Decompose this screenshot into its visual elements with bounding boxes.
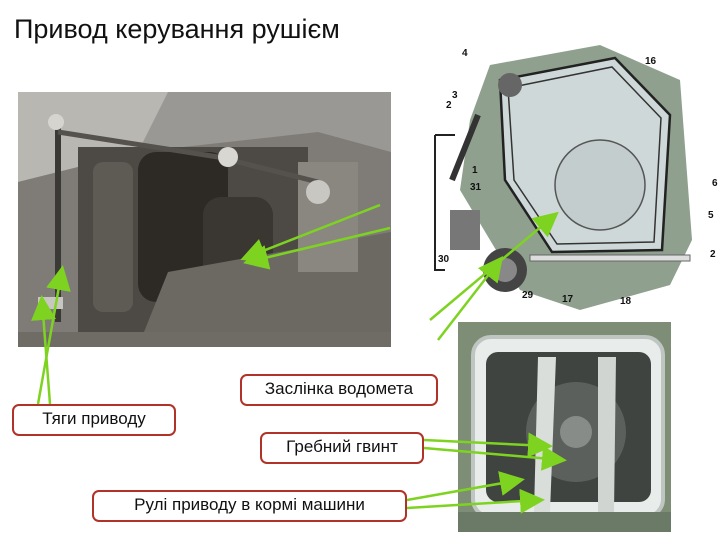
num-30: 30 [438, 254, 450, 265]
num-3: 3 [452, 90, 458, 101]
num-2: 2 [446, 100, 452, 111]
label-waterjet-valve: Заслінка водомета [240, 374, 438, 406]
drive-cutaway-photo [18, 92, 391, 347]
num-29: 29 [522, 290, 534, 301]
page-title: Привод керування рушієм [14, 14, 340, 45]
num-31: 31 [470, 182, 482, 193]
waterjet-photo [458, 322, 671, 532]
num-4: 4 [462, 48, 468, 59]
label-rudders: Рулі приводу в кормі машини [92, 490, 407, 522]
num-17: 17 [562, 294, 574, 305]
num-2b: 2 [710, 249, 716, 260]
drive-schematic: 4 16 3 2 1 31 6 5 2 30 29 17 18 [430, 40, 720, 330]
num-1: 1 [472, 165, 478, 176]
num-16: 16 [645, 56, 657, 67]
num-5: 5 [708, 210, 714, 221]
num-18: 18 [620, 296, 632, 307]
label-drive-rods: Тяги приводу [12, 404, 176, 436]
num-6: 6 [712, 178, 718, 189]
label-propeller: Гребний гвинт [260, 432, 424, 464]
